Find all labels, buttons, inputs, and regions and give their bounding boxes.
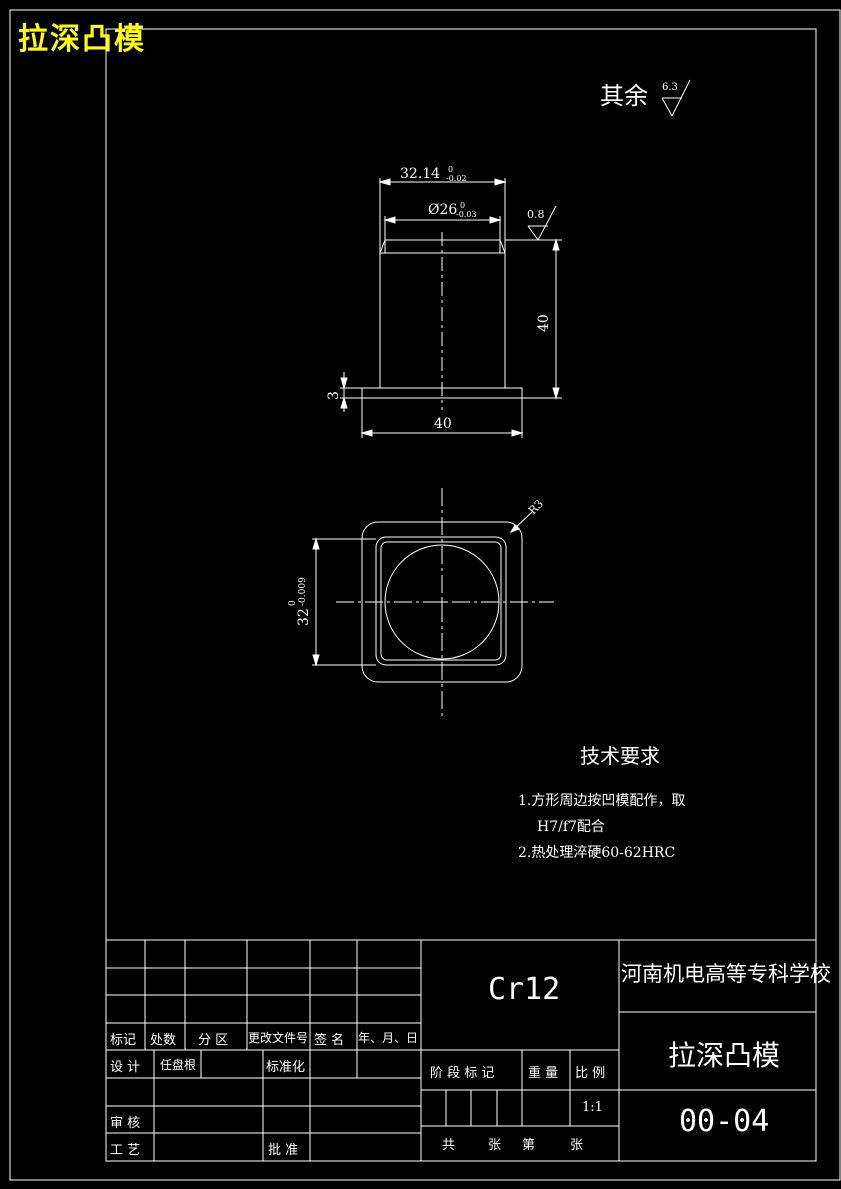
top-view-inner-square [375,536,507,666]
tb-process: 工 艺 [110,1143,141,1158]
front-view [340,178,562,438]
tech-req-item1-line1: 1.方形周边按凹模配作，取 [518,793,686,809]
outer-border [9,9,841,1181]
tb-weight: 重 量 [528,1066,559,1081]
tb-review: 审 核 [110,1116,141,1131]
tb-rev-doc: 更改文件号 [248,1031,309,1045]
tb-standardize: 标准化 [266,1060,306,1075]
dim-width-top-tol-lower: -0.02 [446,174,467,183]
tech-req-item1-line2: H7/f7配合 [537,819,605,835]
dim-diameter-tol-lower: -0.03 [456,210,477,219]
title-block-grid [105,939,817,1162]
dim-flange-height: 3 [326,391,342,400]
dim-diameter: Ø26 [428,202,458,218]
tb-design-name: 任盘根 [160,1058,197,1072]
roughness-rest-value: 6.3 [662,82,678,93]
tb-ratio: 比 例 [575,1066,606,1081]
dim-side-tol-lower: -0.009 [298,577,308,606]
tb-sheets-unit1: 张 [488,1138,502,1153]
dim-base-width: 40 [434,416,452,432]
tb-design: 设 计 [110,1060,141,1075]
tb-rev-zone: 分 区 [198,1033,229,1048]
tb-material: Cr12 [488,972,561,1007]
tech-req-heading: 技术要求 [580,744,660,768]
tb-part-name: 拉深凸模 [668,1039,781,1072]
dim-side-tol-upper: 0 [288,600,298,606]
tb-total-sheets: 共 [442,1138,456,1153]
dim-width-top: 32.14 [400,166,441,182]
tb-approve: 批 准 [268,1143,299,1158]
tech-req-item2: 2.热处理淬硬60-62HRC [518,845,676,861]
tb-sheet-no: 第 [522,1138,536,1153]
dim-diameter-tol-upper: 0 [460,201,466,210]
dim-height: 40 [536,314,552,332]
tb-drawing-number: 00-04 [679,1104,770,1139]
corner-title: 拉深凸模 [18,22,146,57]
top-view [312,488,554,718]
tb-school: 河南机电高等专科学校 [621,962,831,986]
dim-width-top-tol-upper: 0 [448,165,454,174]
tb-rev-mark: 标记 [110,1033,137,1048]
inner-border [105,28,817,1162]
tb-rev-count: 处数 [150,1033,177,1048]
tb-rev-sign: 签 名 [314,1033,345,1048]
roughness-top: 0.8 [527,208,545,221]
tb-rev-date: 年、月、日 [358,1031,419,1045]
tb-sheets-unit2: 张 [570,1138,584,1153]
dim-side: 32 [296,608,312,626]
roughness-rest-label: 其余 [600,82,648,110]
tb-stage-mark: 阶 段 标 记 [430,1066,495,1081]
tb-scale: 1:1 [582,1100,603,1115]
roughness-rest-symbol [661,79,691,117]
